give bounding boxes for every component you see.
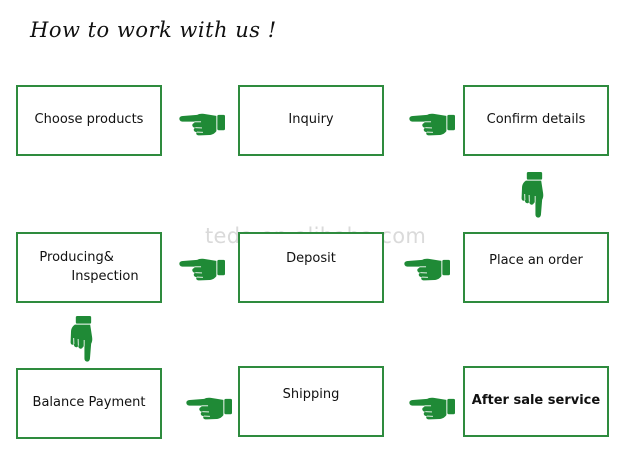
pointing-hand-down-icon <box>70 316 93 362</box>
diagram-title: How to work with us ! <box>30 18 277 42</box>
step-choose-products: Choose products <box>16 85 162 156</box>
step-shipping: Shipping <box>238 366 384 437</box>
step-inquiry: Inquiry <box>238 85 384 156</box>
step-label: Deposit <box>286 251 336 267</box>
pointing-hand-left-icon <box>404 258 450 281</box>
pointing-hand-left-icon <box>186 397 232 420</box>
step-deposit: Deposit <box>238 232 384 303</box>
pointing-hand-left-icon <box>179 113 225 136</box>
step-confirm-details: Confirm details <box>463 85 609 156</box>
pointing-hand-left-icon <box>409 397 455 420</box>
step-balance-payment: Balance Payment <box>16 368 162 439</box>
pointing-hand-down-icon <box>521 172 544 218</box>
step-label-line2: Inspection <box>71 268 139 284</box>
step-label: Inquiry <box>288 112 334 128</box>
step-producing-inspection: Producing& Inspection <box>16 232 162 303</box>
pointing-hand-left-icon <box>179 258 225 281</box>
step-after-sale-service: After sale service <box>463 366 609 437</box>
step-place-order: Place an order <box>463 232 609 303</box>
step-label: After sale service <box>471 393 601 409</box>
step-label: Place an order <box>489 253 583 269</box>
pointing-hand-left-icon <box>409 113 455 136</box>
step-label: Shipping <box>282 387 340 403</box>
step-label-line1: Producing& <box>39 249 114 265</box>
step-label: Choose products <box>34 112 144 128</box>
step-label: Producing& Inspection <box>39 249 138 287</box>
step-label: Balance Payment <box>32 395 146 411</box>
step-label: Confirm details <box>486 112 586 128</box>
